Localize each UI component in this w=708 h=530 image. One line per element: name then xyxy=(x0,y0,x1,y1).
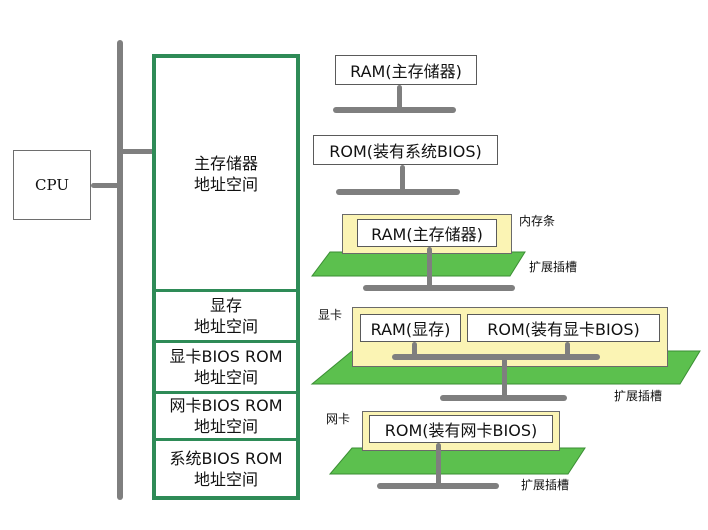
main-memory-address-space: 主存储器 地址空间 xyxy=(156,58,296,292)
memory-slot-board xyxy=(311,251,526,277)
segment-line1: 系统BIOS ROM xyxy=(169,448,283,468)
rom-system-bios-chip: ROM(装有系统BIOS) xyxy=(313,135,498,165)
memory-stick-label: 内存条 xyxy=(519,214,556,228)
ram-main-label: RAM(主存储器) xyxy=(350,62,462,81)
video-bios-rom-address-space: 显卡BIOS ROM 地址空间 xyxy=(156,343,296,394)
segment-line2: 地址空间 xyxy=(193,317,258,336)
cpu-box: CPU xyxy=(13,150,91,220)
network-slot-label: 扩展插槽 xyxy=(521,478,570,492)
address-space-map: 主存储器 地址空间 显存 地址空间 显卡BIOS ROM 地址空间 网卡BIOS… xyxy=(152,54,300,500)
network-card-bus xyxy=(377,483,499,489)
segment-line1: 网卡BIOS ROM xyxy=(169,396,283,415)
system-bus-vertical xyxy=(117,40,123,500)
rom-system-bios-stub xyxy=(400,165,405,193)
video-card-internal-bus xyxy=(392,354,600,360)
cpu-label: CPU xyxy=(35,176,69,194)
video-slot-label: 扩展插槽 xyxy=(614,389,663,403)
network-bios-rom-label: ROM(装有网卡BIOS) xyxy=(384,421,538,440)
network-bios-rom-chip: ROM(装有网卡BIOS) xyxy=(369,415,553,443)
network-bios-rom-address-space: 网卡BIOS ROM 地址空间 xyxy=(156,394,296,441)
memory-stick-ram-label: RAM(主存储器) xyxy=(371,225,483,244)
video-bios-rom-chip: ROM(装有显卡BIOS) xyxy=(467,314,660,342)
memory-stick-stub xyxy=(427,247,432,289)
system-bios-rom-address-space: 系统BIOS ROM 地址空间 xyxy=(156,441,296,496)
video-bios-rom-label: ROM(装有显卡BIOS) xyxy=(487,320,640,339)
map-bus-connector xyxy=(120,149,154,154)
memory-stick-ram-chip: RAM(主存储器) xyxy=(357,219,497,247)
video-ram-stub xyxy=(412,342,417,358)
video-card-bus xyxy=(440,395,567,401)
rom-system-bios-bus xyxy=(336,189,460,195)
segment-line1: 显存 xyxy=(209,296,242,315)
ram-main-chip: RAM(主存储器) xyxy=(335,55,477,85)
video-card-stub xyxy=(502,358,507,399)
video-ram-chip: RAM(显存) xyxy=(360,314,461,342)
ram-main-stub xyxy=(397,85,402,111)
ram-main-bus xyxy=(333,107,456,113)
network-card-label: 网卡 xyxy=(326,412,351,426)
segment-line1: 主存储器 xyxy=(193,153,258,173)
segment-line2: 地址空间 xyxy=(193,174,258,194)
memory-stick-bus xyxy=(363,285,515,291)
rom-system-bios-label: ROM(装有系统BIOS) xyxy=(329,142,482,161)
vram-address-space: 显存 地址空间 xyxy=(156,292,296,343)
memory-slot-label: 扩展插槽 xyxy=(529,260,578,274)
video-card-label: 显卡 xyxy=(318,308,343,322)
segment-line2: 地址空间 xyxy=(193,469,258,489)
segment-line2: 地址空间 xyxy=(193,417,258,436)
segment-line2: 地址空间 xyxy=(193,368,258,387)
network-card-slot-board xyxy=(328,447,586,475)
cpu-bus-connector xyxy=(91,183,121,188)
video-rom-stub xyxy=(565,342,570,358)
segment-line1: 显卡BIOS ROM xyxy=(169,347,283,366)
network-card-stub xyxy=(436,443,441,487)
video-ram-label: RAM(显存) xyxy=(370,320,451,339)
